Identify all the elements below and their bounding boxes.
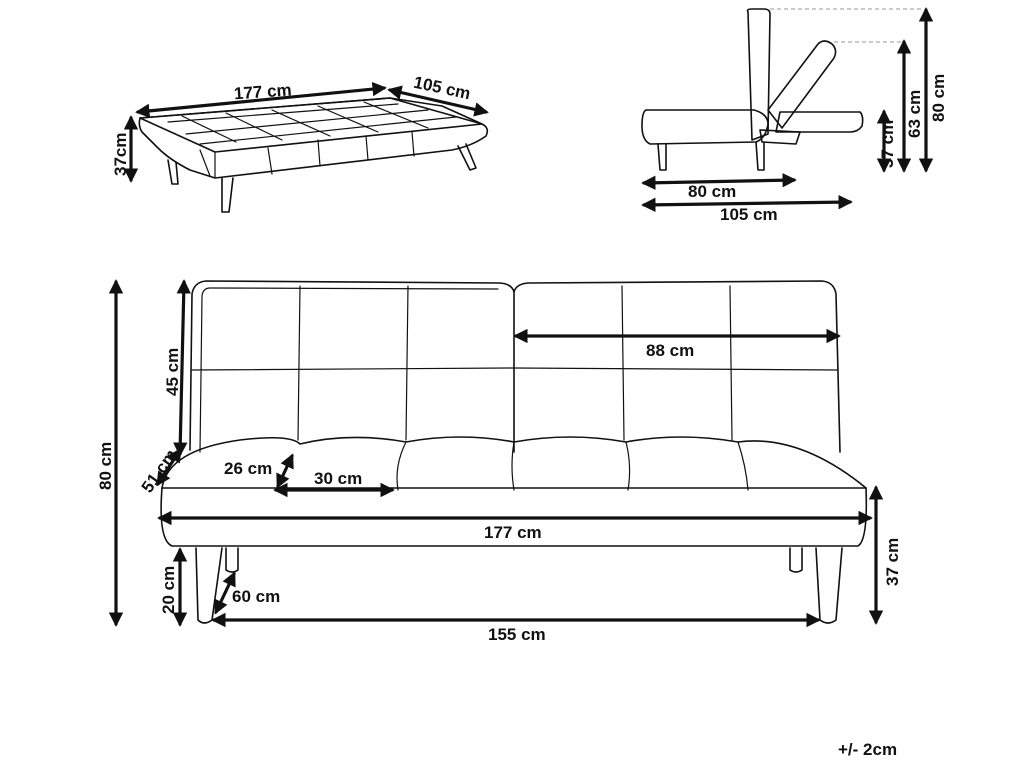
top-depth-arrow [387, 85, 489, 117]
front-total-height-label: 80 cm [96, 442, 115, 490]
side-seat-depth-label: 80 cm [688, 182, 736, 201]
side-bed-depth-label: 105 cm [720, 205, 778, 224]
top-view-sofa-bed: 177 cm 105 cm 37cm [111, 73, 489, 213]
front-seat-height-label: 37 cm [883, 538, 902, 586]
side-seat-height-label: 37 cm [878, 120, 897, 168]
side-base [759, 129, 801, 145]
side-backrest-reclined [767, 40, 837, 129]
top-width-label: 177 cm [233, 80, 292, 103]
side-backrest-upright [746, 8, 771, 141]
front-leg-span-label: 155 cm [488, 625, 546, 644]
front-cushion-depth-label: 26 cm [224, 459, 272, 478]
side-seat [641, 109, 769, 145]
front-backrest-width-label: 88 cm [646, 341, 694, 360]
front-seat-dividers [396, 441, 749, 491]
front-backrest-height-label: 45 cm [163, 348, 182, 396]
side-legs [657, 141, 765, 171]
front-cushion-width-label: 30 cm [314, 469, 362, 488]
bed-legs [167, 143, 477, 213]
front-backrest-right [513, 280, 841, 453]
side-footrest [775, 111, 864, 133]
bed-outline [138, 97, 489, 179]
front-arm-depth-arrow [156, 447, 182, 487]
front-legs [195, 547, 843, 624]
front-backrest-inner-edge [199, 287, 499, 453]
front-backrest-quilting [191, 285, 839, 441]
tolerance-note: +/- 2cm [838, 740, 898, 759]
side-view-profile: 80 cm 105 cm 37 cm 63 cm 80 cm [641, 7, 948, 224]
front-leg-depth-arrow [214, 571, 236, 615]
side-bed-depth-arrow [641, 194, 853, 213]
side-seat-depth-arrow [641, 173, 797, 190]
front-backrest-height-arrow [173, 279, 191, 457]
bed-quilting-lines [167, 101, 457, 179]
top-height-label: 37cm [111, 133, 130, 176]
front-backrest-left [189, 280, 515, 453]
front-view-sofa: 88 cm 45 cm 80 cm 51 cm 26 cm 30 cm 177 … [96, 279, 902, 644]
side-total-height-label: 80 cm [929, 74, 948, 122]
top-width-arrow [135, 81, 387, 119]
side-recline-height-label: 63 cm [905, 90, 924, 138]
front-cushion-depth-arrow [276, 453, 294, 489]
front-total-width-label: 177 cm [484, 523, 542, 542]
front-leg-height-label: 20 cm [159, 566, 178, 614]
front-leg-depth-label: 60 cm [232, 587, 280, 606]
